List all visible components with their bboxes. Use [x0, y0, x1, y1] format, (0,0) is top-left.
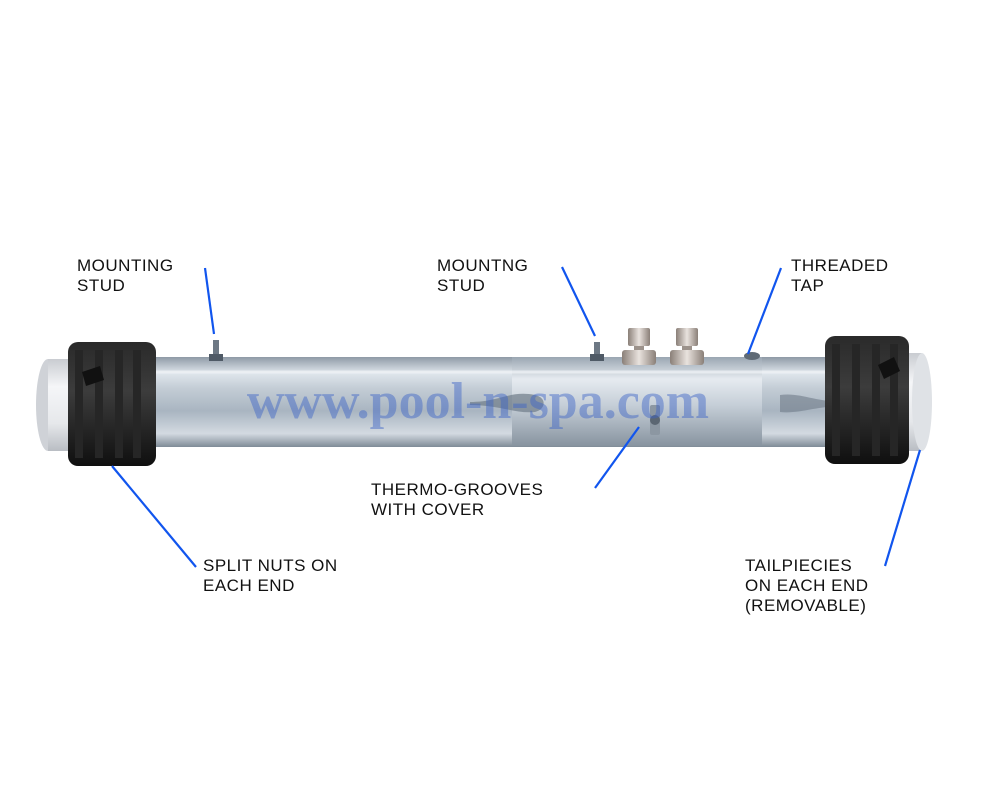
label-tailpieces: TAILPIECIES ON EACH END (REMOVABLE): [745, 556, 869, 615]
label-mounting-stud-left: MOUNTING STUD: [77, 256, 174, 295]
thermo-clip: [650, 405, 660, 435]
leader-line-mounting-stud-left: [203, 267, 216, 335]
label-mounting-stud-mid: MOUNTNG STUD: [437, 256, 529, 295]
watermark: www.pool-n-spa.com: [247, 373, 709, 430]
left-mounting-stud: [209, 340, 223, 361]
right-split-nut: [825, 336, 909, 464]
leader-line-threaded-tap: [746, 267, 783, 355]
leader-line-thermo-grooves: [594, 426, 640, 489]
leader-line-split-nuts: [111, 465, 197, 568]
leader-lines: [111, 266, 922, 568]
threaded-tap: [744, 352, 760, 360]
label-threaded-tap: THREADED TAP: [791, 256, 889, 295]
left-split-nut: [68, 342, 156, 466]
middle-mounting-stud: [590, 342, 604, 361]
label-thermo-grooves: THERMO-GROOVES WITH COVER: [371, 480, 544, 519]
leader-line-mounting-stud-mid: [561, 266, 596, 337]
leader-line-tailpieces: [883, 449, 922, 567]
terminal-bolt-left: [622, 328, 656, 365]
label-split-nuts: SPLIT NUTS ON EACH END: [203, 556, 338, 595]
terminal-bolt-right: [670, 328, 704, 365]
